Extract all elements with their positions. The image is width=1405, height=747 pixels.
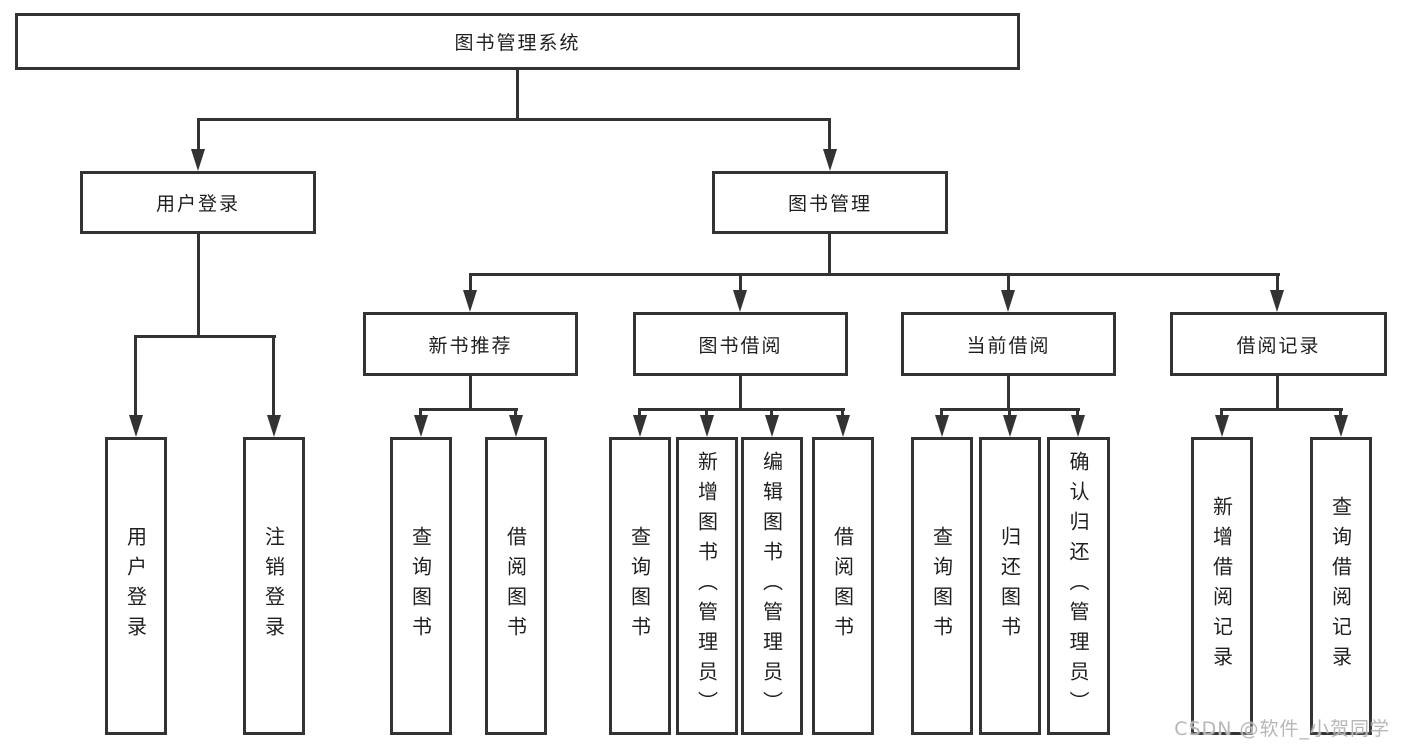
connector-borrow-drop-2 xyxy=(705,408,708,418)
leaf-confirm-return-admin: 确认归还（管理员） xyxy=(1047,437,1110,735)
leaf-label: 借阅图书 xyxy=(503,526,528,646)
connector-current-drop-3 xyxy=(1076,408,1079,418)
leaf-label: 新增借阅记录 xyxy=(1209,496,1234,676)
leaf-recommend-query-books: 查询图书 xyxy=(390,437,452,735)
connector-borrow-drop-3 xyxy=(770,408,773,418)
connector-records-drop-2 xyxy=(1339,408,1342,418)
watermark: CSDN @软件_小贺同学 xyxy=(1174,714,1390,741)
connector-current-drop-1 xyxy=(940,408,943,418)
arrowhead-icon xyxy=(509,415,523,437)
connector-mgmt-bar xyxy=(469,273,1280,276)
node-user-login: 用户登录 xyxy=(80,171,316,234)
leaf-recommend-borrow-books: 借阅图书 xyxy=(485,437,547,735)
arrowhead-icon xyxy=(1071,415,1085,437)
connector-root-stem xyxy=(516,68,519,120)
connector-login-drop-2 xyxy=(272,335,275,419)
connector-borrow-drop-1 xyxy=(638,408,641,418)
connector-records-stem xyxy=(1276,376,1279,410)
connector-root-drop-right xyxy=(828,118,831,152)
node-new-book-recommend-label: 新书推荐 xyxy=(428,334,513,357)
connector-mgmt-stem xyxy=(828,234,831,275)
connector-mgmt-drop-4 xyxy=(1276,273,1279,294)
node-book-borrow: 图书借阅 xyxy=(633,312,848,376)
leaf-borrow-query-books: 查询图书 xyxy=(609,437,671,735)
connector-recommend-bar xyxy=(419,408,518,411)
connector-login-stem xyxy=(197,234,200,337)
connector-records-drop-1 xyxy=(1220,408,1223,418)
leaf-label: 用户登录 xyxy=(123,526,148,646)
node-book-management-label: 图书管理 xyxy=(787,193,872,215)
node-book-management: 图书管理 xyxy=(712,171,948,234)
connector-current-drop-2 xyxy=(1008,408,1011,418)
node-current-borrow-label: 当前借阅 xyxy=(966,334,1051,357)
leaf-label: 查询图书 xyxy=(408,526,433,646)
leaf-add-book-admin: 新增图书（管理员） xyxy=(676,437,738,735)
arrowhead-icon xyxy=(823,149,837,171)
leaf-label: 借阅图书 xyxy=(830,526,855,646)
leaf-borrow-borrow-books: 借阅图书 xyxy=(812,437,874,735)
leaf-label: 查询图书 xyxy=(929,526,954,646)
leaf-label: 归还图书 xyxy=(997,526,1022,646)
leaf-add-borrow-record: 新增借阅记录 xyxy=(1191,437,1253,735)
arrowhead-icon xyxy=(267,415,281,437)
leaf-label: 查询借阅记录 xyxy=(1328,496,1353,676)
leaf-current-query-books: 查询图书 xyxy=(911,437,973,735)
connector-mgmt-drop-1 xyxy=(469,273,472,294)
connector-current-stem xyxy=(1007,376,1010,410)
leaf-query-borrow-record: 查询借阅记录 xyxy=(1310,437,1372,735)
arrowhead-icon xyxy=(836,415,850,437)
leaf-label: 确认归还（管理员） xyxy=(1066,451,1090,721)
watermark-text: CSDN @软件_小贺同学 xyxy=(1174,718,1390,740)
arrowhead-icon xyxy=(463,290,477,312)
leaf-label: 编辑图书（管理员） xyxy=(759,451,784,721)
arrowhead-icon xyxy=(935,415,949,437)
arrowhead-icon xyxy=(1001,290,1015,312)
connector-mgmt-drop-3 xyxy=(1007,273,1010,294)
connector-borrow-bar xyxy=(638,408,845,411)
arrowhead-icon xyxy=(1334,415,1348,437)
connector-mgmt-drop-2 xyxy=(739,273,742,294)
leaf-label: 注销登录 xyxy=(261,526,286,646)
connector-recommend-drop-2 xyxy=(514,408,517,418)
connector-recommend-drop-1 xyxy=(419,408,422,418)
node-book-borrow-label: 图书借阅 xyxy=(698,334,783,357)
node-current-borrow: 当前借阅 xyxy=(901,312,1116,376)
connector-recommend-stem xyxy=(469,376,472,410)
node-user-login-label: 用户登录 xyxy=(155,193,240,215)
leaf-logout: 注销登录 xyxy=(243,437,305,735)
arrowhead-icon xyxy=(765,415,779,437)
connector-root-bar xyxy=(197,118,831,121)
arrowhead-icon xyxy=(1003,415,1017,437)
arrowhead-icon xyxy=(191,149,205,171)
connector-records-bar xyxy=(1220,408,1343,411)
arrowhead-icon xyxy=(633,415,647,437)
arrowhead-icon xyxy=(1270,290,1284,312)
connector-borrow-stem xyxy=(739,376,742,410)
arrowhead-icon xyxy=(1215,415,1229,437)
node-new-book-recommend: 新书推荐 xyxy=(363,312,578,376)
node-root-label: 图书管理系统 xyxy=(454,32,581,54)
leaf-edit-book-admin: 编辑图书（管理员） xyxy=(741,437,803,735)
leaf-label: 查询图书 xyxy=(627,526,652,646)
node-borrow-records-label: 借阅记录 xyxy=(1236,334,1321,357)
leaf-label: 新增图书（管理员） xyxy=(694,451,719,721)
connector-login-drop-1 xyxy=(134,335,137,419)
connector-borrow-drop-4 xyxy=(841,408,844,418)
leaf-user-login: 用户登录 xyxy=(105,437,167,735)
connector-login-bar xyxy=(134,335,276,338)
node-borrow-records: 借阅记录 xyxy=(1170,312,1387,376)
arrowhead-icon xyxy=(129,415,143,437)
leaf-return-book: 归还图书 xyxy=(979,437,1041,735)
arrowhead-icon xyxy=(700,415,714,437)
arrowhead-icon xyxy=(414,415,428,437)
arrowhead-icon xyxy=(733,290,747,312)
node-root: 图书管理系统 xyxy=(15,13,1020,70)
connector-root-drop-left xyxy=(197,118,200,152)
